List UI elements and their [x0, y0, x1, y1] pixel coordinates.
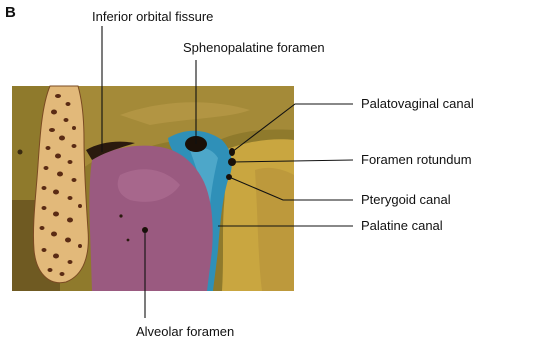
small-maxilla-foramen: [119, 214, 122, 217]
small-foramen-left: [18, 150, 23, 155]
label-inferior-orbital-fissure: Inferior orbital fissure: [92, 10, 213, 24]
small-maxilla-foramen-2: [127, 239, 130, 242]
label-pterygoid-canal: Pterygoid canal: [361, 193, 451, 207]
pterygoid-plate-shading: [255, 168, 294, 291]
label-palatine-canal: Palatine canal: [361, 219, 443, 233]
label-sphenopalatine-foramen: Sphenopalatine foramen: [183, 41, 325, 55]
figure-panel-letter: B: [5, 5, 16, 20]
label-palatovaginal-canal: Palatovaginal canal: [361, 97, 474, 111]
label-foramen-rotundum: Foramen rotundum: [361, 153, 472, 167]
maxilla-body: [89, 146, 212, 291]
label-alveolar-foramen: Alveolar foramen: [136, 325, 234, 339]
